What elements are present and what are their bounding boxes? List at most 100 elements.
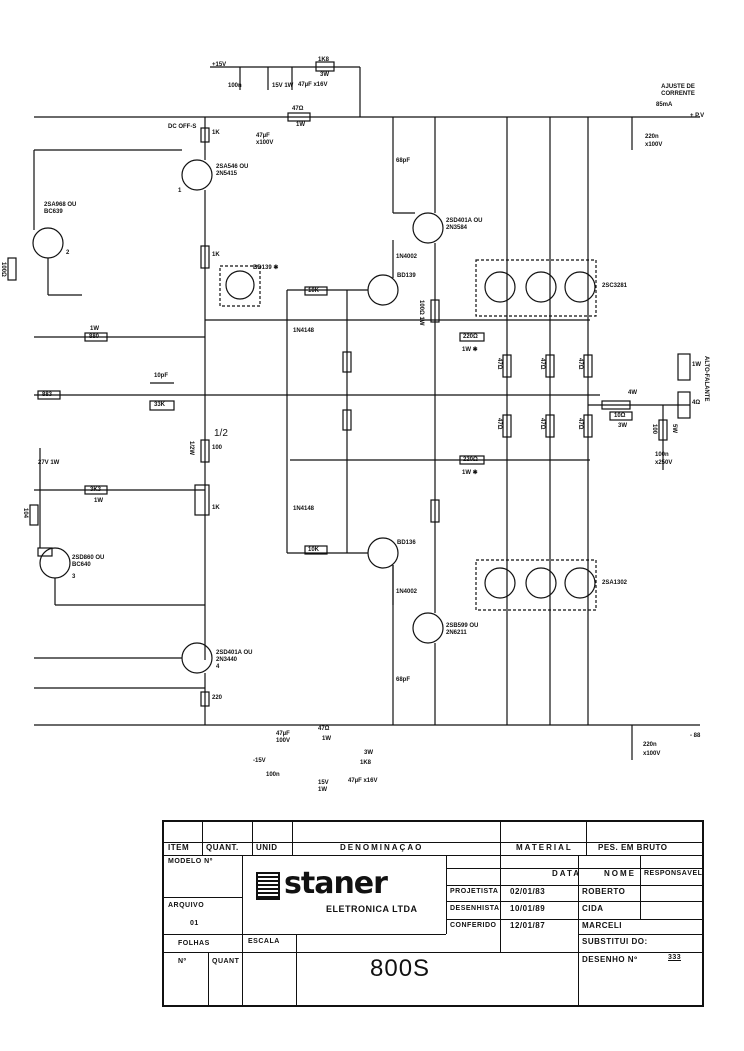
label-d1n4148-bot: 1N4148	[293, 506, 315, 512]
label-quant2: QUANT	[212, 958, 240, 965]
label-ajuste: AJUSTE DE CORRENTE	[661, 84, 695, 97]
hdr-material: MATERIAL	[516, 844, 573, 852]
label-r883: 883	[42, 392, 53, 398]
label-c100n-top: 100n	[228, 83, 242, 89]
label-c47uf16v-top: 47µF x16V	[298, 82, 328, 88]
label-folhas: FOLHAS	[178, 940, 210, 947]
amplifier-schematic	[7, 61, 700, 760]
label-r3k3-w: 1W	[94, 498, 103, 504]
label-c68p-top: 68pF	[396, 158, 411, 164]
label-v15-top: +15V	[212, 62, 227, 68]
label-r1k8-bot-w: 3W	[364, 750, 373, 756]
label-r1k8-bot: 1K8	[360, 760, 372, 766]
model-number: 800S	[370, 955, 431, 982]
label-c47uf16v-bot: 47µF x16V	[348, 778, 378, 784]
label-out-bot: 2SA1302	[602, 580, 628, 586]
label-d1n4002-bot: 1N4002	[396, 589, 418, 595]
label-q2: 2SA968 OU BC639	[44, 202, 77, 215]
label-c220n-bot-v: x100V	[643, 751, 661, 757]
label-r1w-b: 1W ✱	[462, 470, 478, 476]
label-c100n-out: 100n	[655, 452, 669, 458]
label-r47-col3b: 47Ω	[577, 418, 583, 430]
label-q5: 2SB599 OU 2N6211	[446, 623, 479, 636]
label-q6: 2SD401A OU 2N3440	[216, 650, 253, 663]
label-r47-col3: 47Ω	[577, 358, 583, 370]
label-r220-b: 220Ω	[463, 457, 478, 463]
label-ajuste-ma: 85mA	[656, 102, 673, 108]
label-r3k3: 3K3	[90, 487, 102, 493]
label-c68p-bot: 68pF	[396, 677, 411, 683]
label-r1w-in: 1W	[90, 326, 99, 332]
label-escala: ESCALA	[248, 938, 280, 945]
hdr-quant: QUANT.	[206, 844, 239, 852]
label-out-top: 2SC3281	[602, 283, 628, 289]
label-projetista: PROJETISTA	[450, 888, 499, 895]
label-z15v-bot: 15V 1W	[318, 780, 329, 793]
label-r47-top-w: 1W	[296, 122, 305, 128]
label-z27v: 27V 1W	[38, 460, 60, 466]
label-r10-3w-w: 3W	[618, 423, 627, 429]
label-r100-5w: 100	[651, 424, 657, 435]
label-arquivo: ARQUIVO	[168, 902, 205, 909]
value-desenhista-nome: CIDA	[582, 905, 604, 913]
label-r1k-prest: 1K	[212, 505, 220, 511]
label-desenho: DESENHO Nº	[582, 956, 638, 964]
label-q4-num: 3	[72, 574, 76, 580]
label-r220-a: 220Ω	[463, 334, 478, 340]
hdr-responsavel: RESPONSÁVEL	[644, 870, 703, 877]
label-r100-q2: 100Ω	[0, 262, 6, 277]
label-conferido: CONFERIDO	[450, 922, 497, 929]
label-r1k8-w-top: 3W	[320, 72, 329, 78]
label-r4w: 4W	[628, 390, 637, 396]
label-q3: 2SD401A OU 2N3584	[446, 218, 483, 231]
label-r104: 104	[22, 508, 28, 519]
label-r47-col2b: 47Ω	[539, 418, 545, 430]
label-q6-num: 4	[216, 664, 220, 670]
label-r47-col1b: 47Ω	[496, 418, 502, 430]
label-r1k8-top: 1K8	[318, 57, 330, 63]
logo-wordmark: staner	[284, 866, 388, 901]
value-conferido-data: 12/01/87	[510, 922, 546, 930]
label-c100n-bot: 100n	[266, 772, 280, 778]
label-r1k-trim: 1K	[212, 130, 220, 136]
label-c220n-top-v: x100V	[645, 142, 663, 148]
hdr-item: ITEM	[168, 844, 190, 852]
label-v-neg: - 88	[690, 733, 701, 739]
label-r1-2w: 1/2W	[188, 441, 194, 456]
label-r1w-a: 1W ✱	[462, 347, 478, 353]
label-r10k-bot: 10K	[308, 547, 320, 553]
label-r47-col2: 47Ω	[539, 358, 545, 370]
hdr-nome: NOME	[604, 870, 636, 878]
label-c10pf: 10pF	[154, 373, 169, 379]
label-q4: 2SD860 OU BC640	[72, 555, 105, 568]
label-r33k: 33K	[154, 402, 166, 408]
label-r100-prest: 100	[212, 445, 223, 451]
label-dc-offset: DC OFF-S	[168, 124, 197, 130]
label-modelo: MODELO Nº	[168, 858, 213, 865]
label-substitui: SUBSTITUI DO:	[582, 938, 648, 946]
title-block: ITEM QUANT. UNID DENOMINAÇÃO MATERIAL PE…	[162, 820, 704, 1007]
label-r47-col1: 47Ω	[496, 358, 502, 370]
label-r10-3w: 10Ω	[614, 413, 626, 419]
label-c100n-out-v: x250V	[655, 460, 673, 466]
label-d1n4002-top: 1N4002	[396, 254, 418, 260]
hdr-pes-bruto: PES. EM BRUTO	[598, 844, 668, 852]
label-q1-num: 1	[178, 188, 182, 194]
hdr-data: DATA	[552, 870, 582, 878]
label-c220n-top: 220n	[645, 134, 659, 140]
label-v15-bot: -15V	[253, 758, 266, 764]
label-r-va1: 1W	[692, 362, 701, 368]
label-r220-q6: 220	[212, 695, 223, 701]
logo-mark-icon	[256, 872, 280, 900]
label-r1k-mid: 1K	[212, 252, 220, 258]
label-r47-top: 47Ω	[292, 106, 304, 112]
label-r100-5w-w: 5W	[671, 424, 677, 433]
logo-subtitle: ELETRONICA LTDA	[326, 904, 418, 914]
label-c47uf100v: 47µF x100V	[256, 133, 274, 146]
label-half: 1/2	[214, 428, 228, 439]
label-r47-bot-w: 1W	[322, 736, 331, 742]
value-conferido-nome: MARCELI	[582, 922, 622, 930]
label-z15v-top: 15V 1W	[272, 83, 294, 89]
label-d1n4148-top: 1N4148	[293, 328, 315, 334]
label-n: Nº	[178, 958, 187, 965]
